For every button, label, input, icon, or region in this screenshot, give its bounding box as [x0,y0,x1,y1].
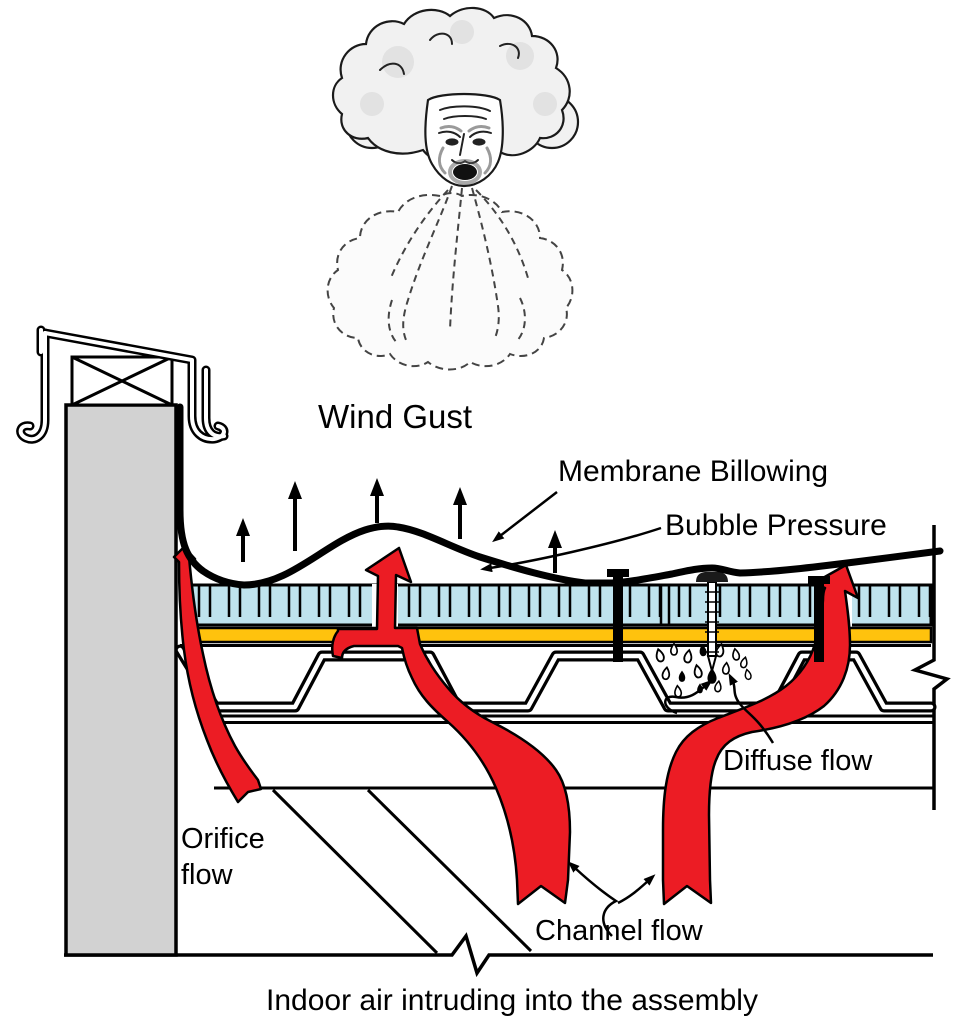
channel-flow-arrow-right [617,874,656,905]
structure-below-deck [64,525,951,978]
face-features [438,105,492,185]
insulation-fastener-bar [607,569,629,662]
bubble-pressure-label: Bubble Pressure [665,509,887,542]
wind-face [424,92,504,188]
parapet-wall [64,403,178,957]
wood-blocking-x [71,355,173,407]
orifice-flow-label: Orifice flow [181,823,265,891]
hair-shading [382,46,414,78]
channel-flow-ribbon-center [330,546,572,906]
coping-cap [16,325,229,444]
svg-text:flow: flow [181,859,234,891]
section-diagonal [271,788,439,955]
insulation-board-joint [659,586,671,624]
breath-streamlines [387,185,529,345]
diffuse-flow-squiggle-arrow [664,679,713,715]
membrane-billowing-leader [492,491,558,543]
orifice-flow-ribbon [172,545,263,804]
right-break-edge [910,525,951,810]
condensation-droplets [653,642,753,699]
breath-cloud [326,192,574,371]
deck-underline [216,714,933,724]
wind-gust-figure [326,6,580,371]
parapet-wall-group [16,325,229,957]
svg-text:Orifice: Orifice [181,823,265,855]
insulation-board [184,583,933,627]
diffuse-flow-label: Diffuse flow [723,745,873,777]
roof-membrane [176,403,944,589]
insulation-tick-pattern [186,585,931,625]
mouth [453,164,477,180]
diffuse-flow-leader [728,673,775,744]
hair-scribble [379,32,520,75]
section-diagonal [366,788,533,953]
hair-shading [360,92,384,116]
membrane-billowing-label: Membrane Billowing [558,455,828,488]
screw-head [696,572,728,582]
insulation-fastener-bar [808,576,830,662]
channel-flow-arrow-left [567,861,619,937]
bubble-pressure-leader [480,526,662,573]
channel-flow-label: Channel flow [535,915,704,947]
uplift-arrows [236,478,562,573]
bottom-boundary-line [64,932,933,978]
hair-shading [450,20,474,44]
wind-gust-label: Wind Gust [318,398,472,435]
caption-text: Indoor air intruding into the assembly [266,984,758,1017]
screw-fastener [696,572,728,675]
hair-shading [533,92,557,116]
hair-shading [506,42,534,70]
